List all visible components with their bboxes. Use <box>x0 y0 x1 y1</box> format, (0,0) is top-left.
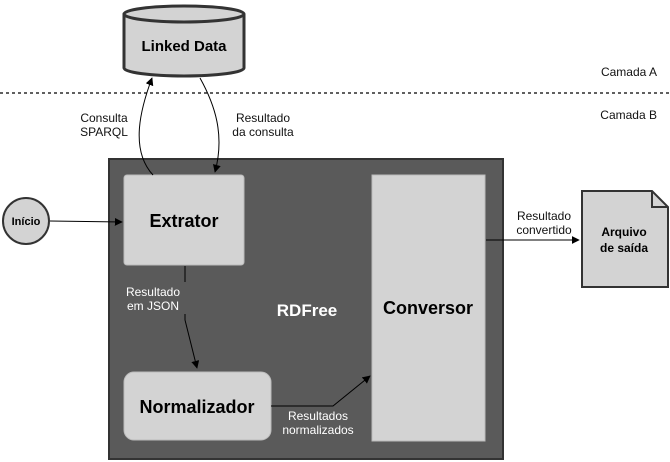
extrator-label: Extrator <box>149 211 218 231</box>
normalizador-label: Normalizador <box>139 397 254 417</box>
edge-resultado-consulta <box>199 77 221 173</box>
rdfree-label: RDFree <box>277 301 337 320</box>
resultados-normalizados-line1: Resultados <box>288 409 348 423</box>
resultados-normalizados-line2: normalizados <box>282 423 353 437</box>
consulta-label-line1: Consulta <box>80 111 128 125</box>
resultado-convertido-line1: Resultado <box>517 209 571 223</box>
conversor-box <box>371 174 486 442</box>
inicio-node <box>2 197 50 245</box>
edge-consulta-sparql <box>138 77 154 176</box>
resultado-json-line2: em JSON <box>127 299 179 313</box>
resultado-consulta-line1: Resultado <box>236 111 290 125</box>
resultado-json-line1: Resultado <box>126 285 180 299</box>
conversor-label: Conversor <box>383 298 473 318</box>
arquivo-label-line2: de saída <box>600 241 648 255</box>
resultado-convertido-line2: convertido <box>516 223 572 237</box>
extrator-box <box>123 174 245 266</box>
edge-resultados-normalizados <box>271 375 371 407</box>
arquivo-document <box>581 190 669 288</box>
linked-data-database: Linked Data <box>122 4 246 78</box>
layer-b-label: Camada B <box>600 108 657 122</box>
linked-data-label: Linked Data <box>141 38 227 55</box>
arquivo-label-line1: Arquivo <box>601 225 646 239</box>
inicio-label: Início <box>12 216 41 228</box>
resultado-json-bg <box>121 282 187 314</box>
resultado-consulta-line2: da consulta <box>232 125 294 139</box>
arquivo-fold <box>651 191 668 208</box>
consulta-label-line2: SPARQL <box>80 125 128 139</box>
edge-inicio-extrator <box>49 217 123 226</box>
layer-a-label: Camada A <box>601 65 657 79</box>
